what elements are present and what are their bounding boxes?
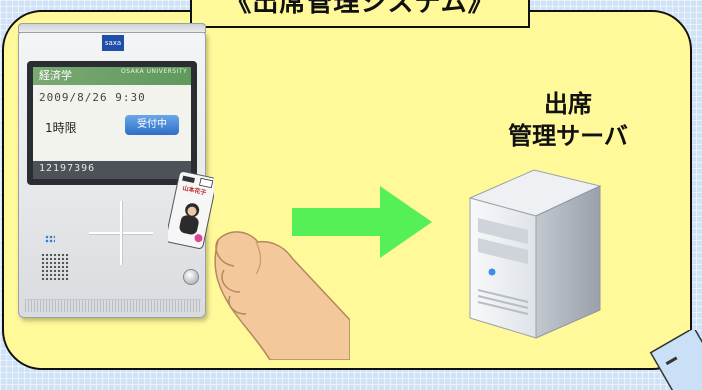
brand-logo: saxa (102, 35, 124, 51)
device-screen: 経済学 OSAKA UNIVERSITY 2009/8/26 9:30 1時限 … (27, 61, 197, 185)
status-button[interactable]: 受付中 (125, 115, 179, 135)
device-screen-display: 経済学 OSAKA UNIVERSITY 2009/8/26 9:30 1時限 … (33, 67, 191, 179)
arrow-right-icon (292, 186, 432, 258)
server-label: 出席 管理サーバ (458, 88, 678, 152)
knob-icon (183, 269, 199, 285)
server-label-line1: 出席 (544, 90, 592, 118)
screen-footer: 12197396 (33, 161, 191, 179)
card-number: 12197396 (39, 163, 96, 174)
document-icon (649, 330, 702, 390)
led-icon (45, 235, 55, 243)
id-card-icon: 山本花子 (168, 172, 214, 249)
card-reader-icon: saxa 経済学 OSAKA UNIVERSITY 2009/8/26 9:30… (18, 23, 206, 318)
server-label-line2: 管理サーバ (508, 122, 628, 150)
speaker-grille-icon (41, 253, 69, 281)
university-name: OSAKA UNIVERSITY (121, 68, 188, 75)
hand-icon (214, 231, 350, 360)
device-top-lip (18, 23, 206, 33)
panel-divider (89, 201, 153, 265)
server-icon (468, 169, 602, 339)
date-time: 2009/8/26 9:30 (39, 91, 146, 104)
title-banner: 《出席管理システム》 (190, 0, 530, 28)
device-bottom-grille (25, 299, 201, 312)
course-name: 経済学 (39, 69, 72, 82)
class-period: 1時限 (45, 121, 77, 135)
course-bar: 経済学 OSAKA UNIVERSITY (33, 67, 191, 85)
page-title: 《出席管理システム》 (225, 0, 495, 18)
